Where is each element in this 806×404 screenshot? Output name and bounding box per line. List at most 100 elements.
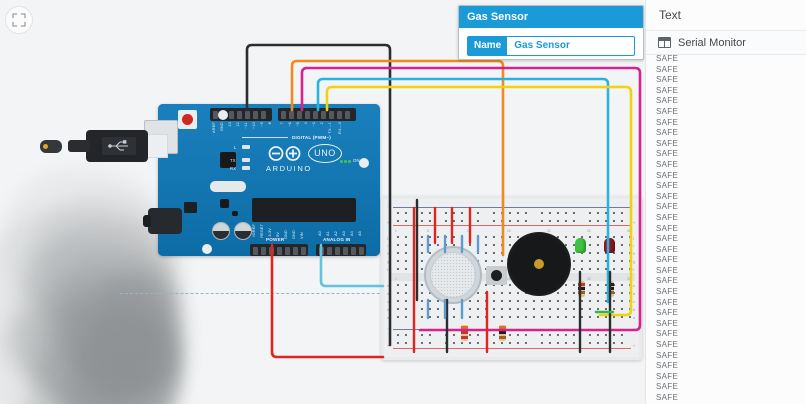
serial-monitor-header[interactable]: Serial Monitor <box>646 30 806 55</box>
breadboard-hole[interactable] <box>429 212 431 214</box>
breadboard-hole[interactable] <box>509 220 511 222</box>
breadboard-hole[interactable] <box>421 252 423 254</box>
breadboard-hole[interactable] <box>565 308 567 310</box>
breadboard-hole[interactable] <box>501 260 503 262</box>
breadboard-hole[interactable] <box>589 220 591 222</box>
breadboard-hole[interactable] <box>509 316 511 318</box>
breadboard-hole[interactable] <box>549 212 551 214</box>
gas-sensor-component[interactable] <box>424 246 482 304</box>
breadboard-hole[interactable] <box>501 220 503 222</box>
breadboard-hole[interactable] <box>405 236 407 238</box>
breadboard-hole[interactable] <box>565 316 567 318</box>
breadboard-hole[interactable] <box>621 284 623 286</box>
breadboard-hole[interactable] <box>485 316 487 318</box>
breadboard-hole[interactable] <box>525 300 527 302</box>
breadboard-hole[interactable] <box>573 260 575 262</box>
breadboard-hole[interactable] <box>621 268 623 270</box>
breadboard-hole[interactable] <box>613 260 615 262</box>
breadboard-hole[interactable] <box>589 268 591 270</box>
breadboard-hole[interactable] <box>589 300 591 302</box>
breadboard-hole[interactable] <box>429 308 431 310</box>
breadboard-hole[interactable] <box>597 244 599 246</box>
breadboard-hole[interactable] <box>437 316 439 318</box>
breadboard-hole[interactable] <box>589 244 591 246</box>
breadboard-hole[interactable] <box>525 220 527 222</box>
breadboard-hole[interactable] <box>629 300 631 302</box>
breadboard-hole[interactable] <box>621 292 623 294</box>
breadboard-hole[interactable] <box>549 316 551 318</box>
breadboard-hole[interactable] <box>541 300 543 302</box>
breadboard-hole[interactable] <box>573 268 575 270</box>
breadboard-hole[interactable] <box>413 342 415 344</box>
breadboard-hole[interactable] <box>565 300 567 302</box>
breadboard-hole[interactable] <box>477 212 479 214</box>
breadboard-hole[interactable] <box>613 236 615 238</box>
breadboard-hole[interactable] <box>421 236 423 238</box>
breadboard-hole[interactable] <box>517 236 519 238</box>
breadboard-hole[interactable] <box>437 308 439 310</box>
breadboard-hole[interactable] <box>485 292 487 294</box>
breadboard-hole[interactable] <box>629 252 631 254</box>
breadboard-hole[interactable] <box>405 260 407 262</box>
breadboard-hole[interactable] <box>597 308 599 310</box>
breadboard-hole[interactable] <box>557 316 559 318</box>
breadboard-hole[interactable] <box>533 316 535 318</box>
breadboard-hole[interactable] <box>509 236 511 238</box>
breadboard-hole[interactable] <box>477 316 479 318</box>
breadboard-hole[interactable] <box>453 308 455 310</box>
breadboard-hole[interactable] <box>509 300 511 302</box>
breadboard-hole[interactable] <box>445 316 447 318</box>
breadboard-hole[interactable] <box>613 308 615 310</box>
breadboard-hole[interactable] <box>581 300 583 302</box>
breadboard-hole[interactable] <box>453 342 455 344</box>
breadboard-hole[interactable] <box>405 212 407 214</box>
breadboard-hole[interactable] <box>597 342 599 344</box>
breadboard-hole[interactable] <box>613 212 615 214</box>
breadboard-hole[interactable] <box>629 268 631 270</box>
breadboard-hole[interactable] <box>501 212 503 214</box>
breadboard-hole[interactable] <box>573 236 575 238</box>
resistor-component[interactable] <box>499 322 506 344</box>
breadboard-hole[interactable] <box>421 334 423 336</box>
breadboard-hole[interactable] <box>397 308 399 310</box>
breadboard-hole[interactable] <box>413 308 415 310</box>
breadboard-hole[interactable] <box>405 300 407 302</box>
breadboard-hole[interactable] <box>613 268 615 270</box>
breadboard-hole[interactable] <box>501 308 503 310</box>
breadboard-hole[interactable] <box>613 300 615 302</box>
breadboard-hole[interactable] <box>405 308 407 310</box>
breadboard-hole[interactable] <box>557 308 559 310</box>
breadboard-hole[interactable] <box>413 284 415 286</box>
breadboard-hole[interactable] <box>605 212 607 214</box>
breadboard-hole[interactable] <box>397 268 399 270</box>
breadboard-hole[interactable] <box>605 268 607 270</box>
breadboard-hole[interactable] <box>461 308 463 310</box>
breadboard-hole[interactable] <box>541 220 543 222</box>
breadboard-hole[interactable] <box>405 244 407 246</box>
breadboard-hole[interactable] <box>461 236 463 238</box>
breadboard-hole[interactable] <box>589 292 591 294</box>
breadboard-hole[interactable] <box>461 220 463 222</box>
breadboard-hole[interactable] <box>597 220 599 222</box>
breadboard-hole[interactable] <box>485 300 487 302</box>
breadboard-hole[interactable] <box>485 236 487 238</box>
breadboard-hole[interactable] <box>413 316 415 318</box>
breadboard-hole[interactable] <box>493 334 495 336</box>
breadboard-hole[interactable] <box>621 260 623 262</box>
breadboard-hole[interactable] <box>493 220 495 222</box>
breadboard-hole[interactable] <box>517 308 519 310</box>
breadboard-hole[interactable] <box>629 308 631 310</box>
breadboard-hole[interactable] <box>469 308 471 310</box>
breadboard-hole[interactable] <box>397 220 399 222</box>
breadboard-hole[interactable] <box>421 342 423 344</box>
breadboard-hole[interactable] <box>429 334 431 336</box>
breadboard-hole[interactable] <box>581 268 583 270</box>
breadboard-hole[interactable] <box>525 212 527 214</box>
breadboard-hole[interactable] <box>589 260 591 262</box>
breadboard-hole[interactable] <box>397 244 399 246</box>
breadboard-hole[interactable] <box>597 300 599 302</box>
breadboard-hole[interactable] <box>629 236 631 238</box>
breadboard-hole[interactable] <box>397 212 399 214</box>
breadboard-hole[interactable] <box>413 334 415 336</box>
